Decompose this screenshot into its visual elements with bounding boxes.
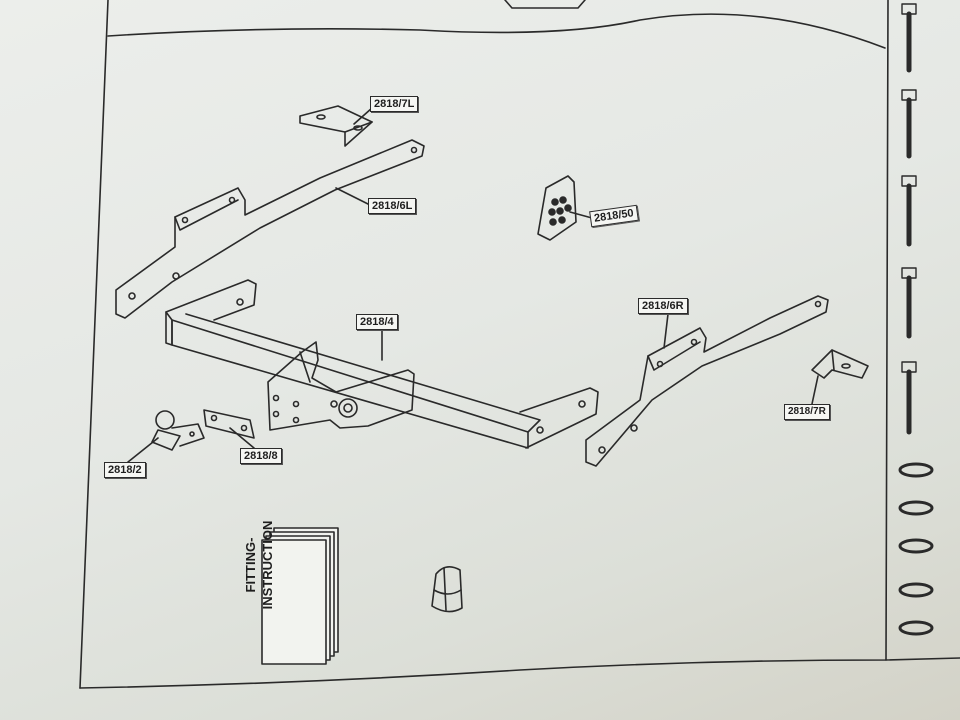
bolt-icon [901, 89, 917, 159]
bolt-column [901, 3, 917, 435]
bolt-icon [901, 361, 917, 435]
instruction-booklet-drawing [261, 527, 339, 665]
part-label-2818-6r: 2818/6R [638, 298, 688, 314]
washer-icon [898, 462, 934, 478]
part-label-2818-7l: 2818/7L [370, 96, 419, 112]
fitting-instruction-line2: INSTRUCTION [260, 520, 275, 610]
tow-plate-drawing [267, 341, 415, 431]
crossbar-4-drawing [165, 279, 599, 449]
leader-6l [335, 187, 369, 205]
frame-left-border [79, 0, 109, 689]
bolt-kit-50-drawing [537, 175, 577, 241]
frame-bottom-border [79, 657, 960, 689]
header-wave-line [107, 13, 886, 49]
part-label-2818-8: 2818/8 [240, 448, 282, 464]
top-fragment [504, 0, 586, 9]
washer-icon [898, 538, 934, 554]
leader-7l [353, 107, 373, 125]
towball-2-drawing [151, 410, 205, 451]
bracket-7r-drawing [811, 349, 869, 379]
part-label-2818-2: 2818/2 [104, 462, 146, 478]
washer-column [898, 462, 934, 636]
leader-2 [127, 437, 159, 463]
leader-7r [811, 375, 819, 405]
arm-6r-drawing [585, 295, 829, 467]
bolt-icon [901, 3, 917, 73]
frame-divider-line [885, 0, 889, 661]
part-label-2818-4: 2818/4 [356, 314, 398, 330]
fitting-instruction-booklet-title: FITTING- INSTRUCTION [242, 510, 276, 620]
leader-6r [663, 313, 669, 349]
washer-icon [898, 500, 934, 516]
washer-icon [898, 582, 934, 598]
spacer-8-drawing [203, 409, 255, 439]
arm-6l-drawing [115, 139, 425, 319]
washer-icon [898, 620, 934, 636]
leader-50 [569, 211, 593, 219]
part-label-2818-6l: 2818/6L [368, 198, 417, 214]
fitting-instruction-line1: FITTING- [243, 537, 258, 593]
leader-8 [229, 427, 255, 449]
bolt-icon [901, 175, 917, 247]
ball-cover-drawing [431, 566, 463, 613]
part-label-2818-7r: 2818/7R [784, 404, 830, 420]
bracket-7l-drawing [299, 105, 373, 147]
bolt-icon [901, 267, 917, 339]
